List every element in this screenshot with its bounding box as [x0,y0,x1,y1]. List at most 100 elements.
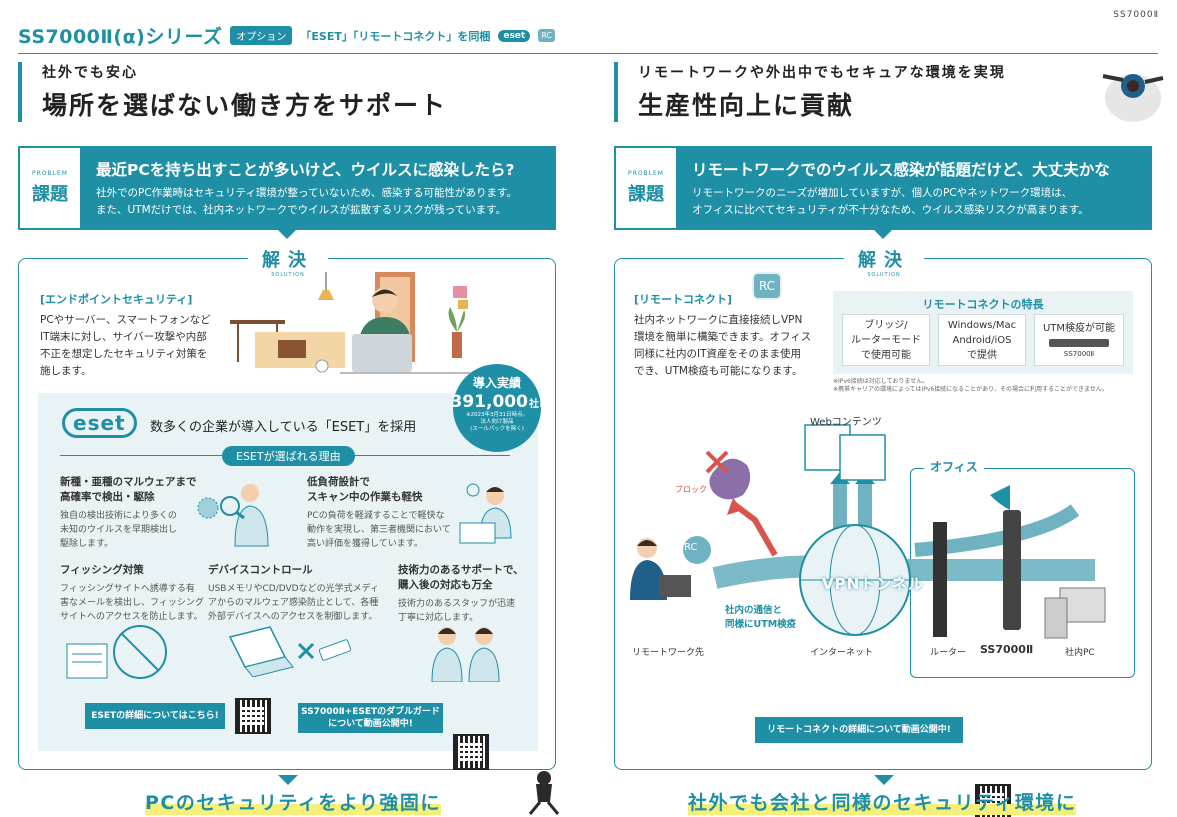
quarantine-label: 社内の通信と 同様にUTM検疫 [725,604,796,632]
problem-label: PROBLEM 課題 [20,148,80,228]
web-content-label: Webコンテンツ [810,417,882,428]
endpoint-line: 不正を想定したセキュリティ対策を [40,348,208,360]
rc-diagram-badge: RC [684,542,698,553]
option-badge: オプション [230,26,293,45]
feature-card-os: Windows/Mac Android/iOS で提供 [938,314,1026,366]
left-title: 場所を選ばない働き方をサポート [42,91,448,120]
feature-device-control: デバイスコントロール USBメモリやCD/DVDなどの光学式メディ アからのマル… [208,563,388,624]
feature-body: フィッシングサイトへ誘導する有 [60,584,195,594]
endpoint-line: IT端末に対し、サイバー攻撃や内部 [40,331,207,343]
problem-body-1: 社外でのPC作業時はセキュリティ環境が整っていないため、感染する可能性があります… [96,187,517,199]
feature-body: アからのマルウェア感染防止として、各種 [208,598,379,608]
feature-card-model: SS7000Ⅱ [1063,350,1095,358]
quarantine-line-2: 同様にUTM検疫 [725,619,797,630]
endpoint-title: [エンドポイントセキュリティ] [40,293,193,306]
worker-laptop-illustration [459,483,512,544]
reasons-title: ESETが選ばれる理由 [222,446,355,466]
right-solution-title: 解決 SOLUTION [844,246,924,278]
feature-body: サイトへのアクセスを防止します。 [60,612,203,622]
feature-body: 技術力のあるスタッフが迅速 [398,599,516,609]
record-note: ※2023年3月31日時点。 [465,412,529,418]
feature-card-bridge: ブリッジ/ ルーターモード で使用可能 [842,314,930,366]
feature-support: 技術力のあるサポートで、 購入後の対応も万全 技術力のあるスタッフが迅速 丁寧に… [398,563,528,625]
right-bottom-arrow [874,775,894,785]
problem-label-jp: 課題 [32,184,68,205]
feature-heading: デバイスコントロール [208,564,313,576]
feature-card-text: ブリッジ/ [864,319,908,331]
eset-qr-code[interactable] [235,698,271,734]
series-header: SS7000Ⅱ(α)シリーズ オプション 「ESET」「リモートコネクト」を同梱… [18,22,1158,54]
eset-tagline: 数多くの企業が導入している「ESET」を採用 [150,420,417,435]
problem-text: リモートワークでのウイルス感染が話題だけど、大丈夫かな リモートワークのニーズが… [676,148,1150,228]
solution-label: 解決 [262,250,314,271]
double-guard-qr-code[interactable] [453,734,489,770]
feature-body: 高い評価を獲得しています。 [307,539,423,549]
feature-heading: 技術力のあるサポートで、 [398,564,524,576]
left-title-block: 社外でも安心 場所を選ばない働き方をサポート [18,62,447,122]
feature-body: 駆除します。 [60,539,114,549]
eset-badge: eset [498,29,531,42]
right-problem-box: PROBLEM 課題 リモートワークでのウイルス感染が話題だけど、大丈夫かな リ… [614,146,1152,230]
left-kicker: 社外でも安心 [42,65,138,81]
left-bottom-arrow [278,775,298,785]
feature-card-text: で提供 [967,349,997,361]
remote-label: リモートワーク先 [632,648,705,658]
corner-model: SS7000Ⅱ [1113,10,1159,20]
feature-heading: フィッシング対策 [60,564,144,576]
eset-details-button[interactable]: ESETの詳細についてはこちら! [85,703,225,729]
feature-lightweight: 低負荷設計で スキャン中の作業も軽快 PCの負荷を軽減することで軽快な 動作を実… [307,475,477,551]
problem-body-2: また、UTMだけでは、社内ネットワークでウイルスが拡散するリスクが残っています。 [96,204,507,216]
phishing-illustration [66,625,167,679]
record-value-row: 391,000 社! [451,392,544,412]
usb-laptop-illustration [228,626,352,677]
right-title: 生産性向上に貢献 [638,91,855,120]
feature-card-text: で使用可能 [861,349,911,361]
problem-body-2: オフィスに比べてセキュリティが不十分なため、ウイルス感染リスクが高まります。 [692,204,1089,216]
rc-text: 社内ネットワークに直接接続しVPN 環境を簡単に構築できます。オフィス 同様に社… [634,312,824,380]
rc-line: でき、UTM検疫も可能になります。 [634,365,803,377]
series-title: SS7000Ⅱ(α)シリーズ [18,26,223,48]
overhead-person-illustration [1102,74,1164,122]
record-unit: 社! [528,399,544,410]
feature-body: 未知のウイルスを早期検出し [60,525,178,535]
virus-detect-illustration [197,484,269,547]
feature-card-text: Windows/Mac [947,319,1017,331]
double-guard-video-button[interactable]: SS7000Ⅱ+ESETのダブルガード について動画公開中! [298,703,443,733]
problem-heading: 最近PCを持ち出すことが多いけど、ウイルスに感染したら? [96,161,515,179]
record-note: 法人向け製品 [480,419,514,425]
feature-card-text: ルーターモード [851,334,921,346]
endpoint-line: 施します。 [40,365,92,377]
feature-heading: スキャン中の作業も軽快 [307,491,423,503]
feature-heading: 高確率で検出・駆除 [60,491,155,503]
rc-line: 環境を簡単に構築できます。オフィス [634,331,812,343]
problem-label-en: PROBLEM [628,170,664,177]
model-label: SS7000Ⅱ [980,643,1034,656]
feature-malware: 新種・亜種のマルウェアまで 高確率で検出・駆除 独自の検出技術により多くの 未知… [60,475,200,551]
feature-body: 動作を実現し、第三者機関において [307,525,451,535]
feature-heading: 購入後の対応も万全 [398,579,493,591]
eset-logo: eset [62,408,137,438]
problem-text: 最近PCを持ち出すことが多いけど、ウイルスに感染したら? 社外でのPC作業時はセ… [80,148,554,228]
vpn-tunnel-label: VPNトンネル [822,575,924,593]
feature-card-text: Android/iOS [952,334,1012,346]
left-solution-title: 解決 SOLUTION [248,246,328,278]
router-label: ルーター [930,648,967,658]
record-note: (スールパックを除く) [470,426,524,432]
double-guard-line-2: について動画公開中! [328,719,413,729]
record-badge: 導入実績 391,000 社! ※2023年3月31日時点。 法人向け製品 (ス… [451,364,544,452]
record-label: 導入実績 [472,376,521,390]
feature-body: 独自の検出技術により多くの [60,511,177,521]
feature-body: USBメモリやCD/DVDなどの光学式メディ [208,584,379,594]
bundle-text: 「ESET」「リモートコネクト」を同梱 [300,29,491,43]
problem-body-1: リモートワークのニーズが増加していますが、個人のPCやネットワーク環境は、 [692,187,1073,199]
feature-card-text: UTM検疫が可能 [1042,323,1116,334]
down-arrow [278,230,296,239]
left-problem-box: PROBLEM 課題 最近PCを持ち出すことが多いけど、ウイルスに感染したら? … [18,146,556,230]
rc-video-button[interactable]: リモートコネクトの詳細について動画公開中! [755,717,963,743]
feature-phishing: フィッシング対策 フィッシングサイトへ誘導する有 害なメールを検出し、フィッシン… [60,563,210,624]
device-icon [1049,339,1109,347]
feature-body: 外部デバイスへのアクセスを制御します。 [208,612,378,622]
solution-label: 解決 [858,250,910,271]
right-kicker: リモートワークや外出中でもセキュアな環境を実現 [638,65,1006,81]
rc-notes: ※IPv6接続は対応しておりません。 ※携帯キャリアの環境によってはIPv6接続… [833,378,1108,394]
